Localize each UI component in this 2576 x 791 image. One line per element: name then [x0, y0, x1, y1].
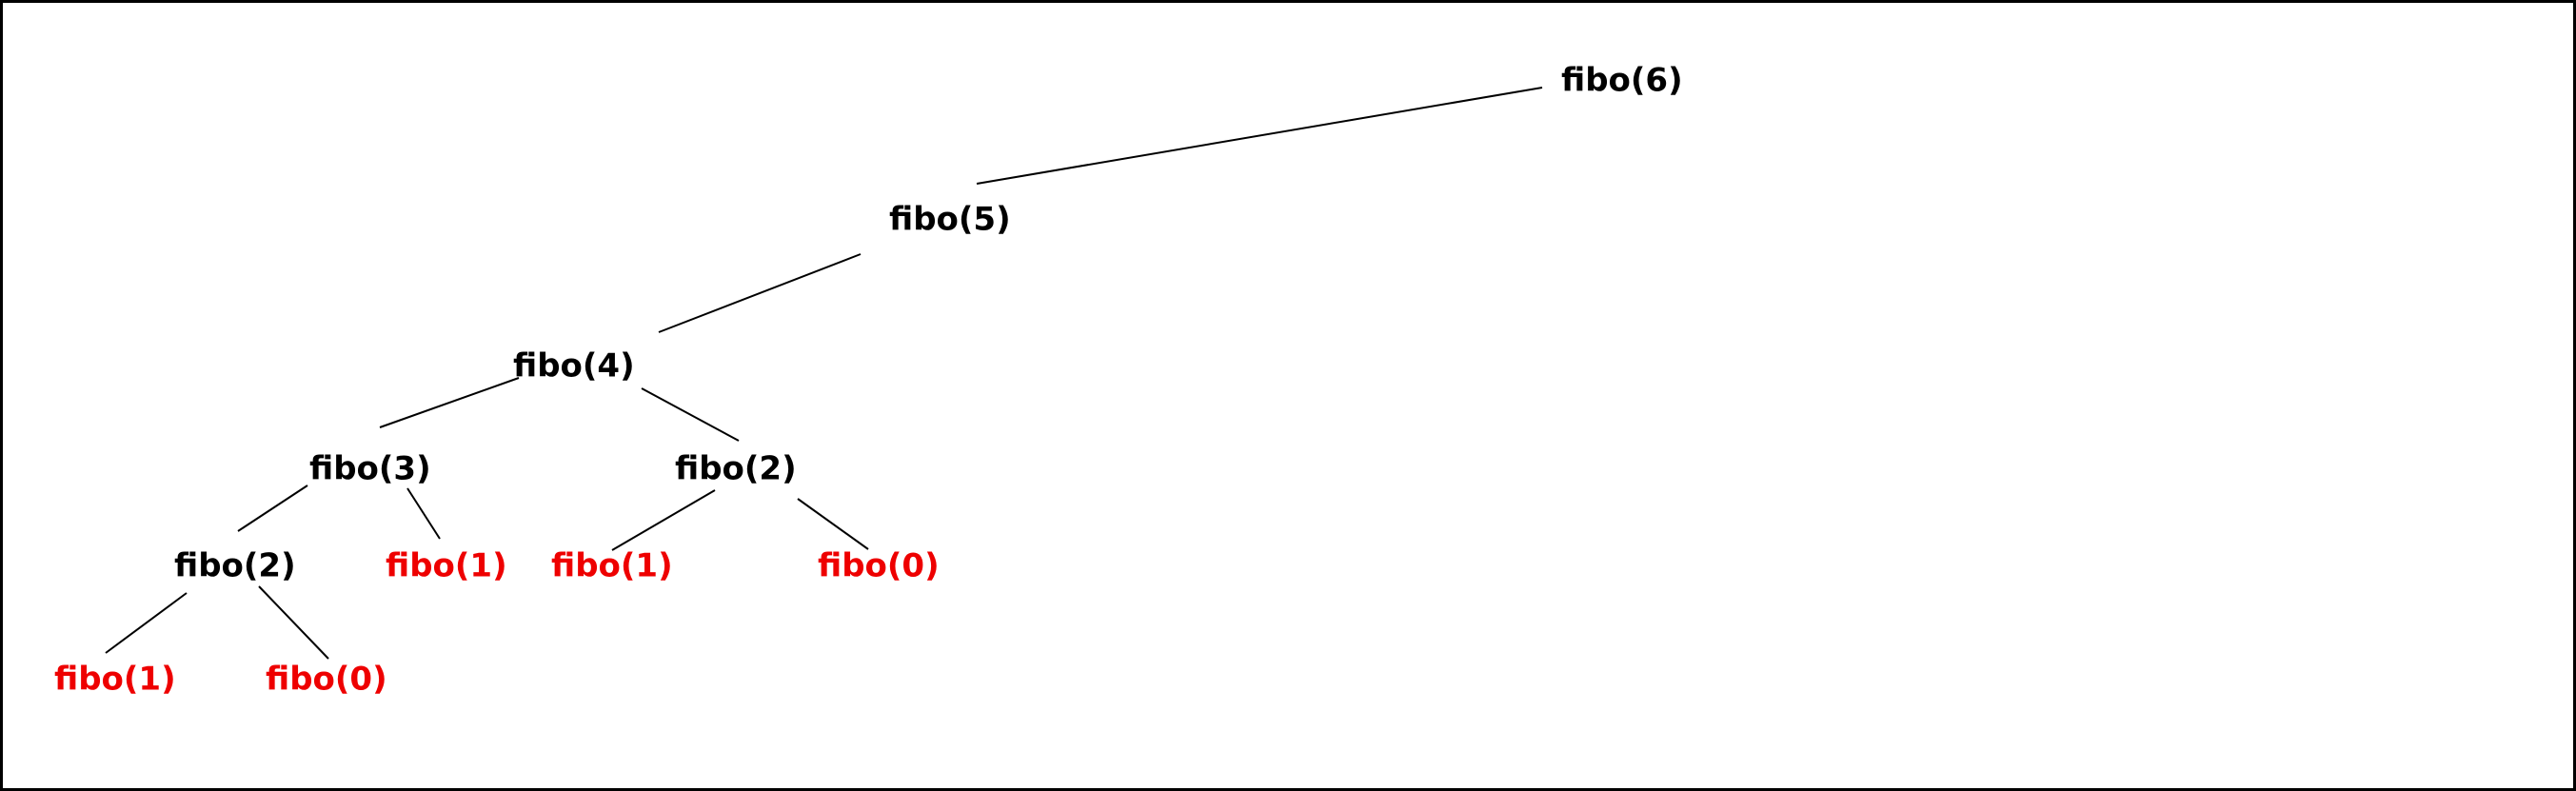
edge-n4-n8 — [797, 498, 869, 550]
leaf-node-n8: fibo(0) — [818, 547, 940, 585]
leaf-node-n6: fibo(1) — [386, 547, 507, 585]
call-node-n4: fibo(2) — [675, 450, 797, 488]
edge-n5-n9 — [105, 592, 188, 654]
nodes-layer: fibo(6) fibo(5) fibo(4) fibo(3) fibo(2) fibo(… — [54, 62, 1683, 699]
edge-n4-n7 — [611, 489, 716, 551]
edges-layer — [105, 87, 1543, 660]
edge-n3-n5 — [237, 484, 308, 532]
call-node-n5: fibo(2) — [174, 547, 296, 585]
leaf-node-n9: fibo(1) — [54, 661, 176, 699]
call-node-n3: fibo(3) — [309, 450, 431, 488]
call-node-n0: fibo(6) — [1561, 62, 1683, 100]
edge-n2-n4 — [641, 387, 740, 442]
edge-n2-n3 — [379, 377, 520, 428]
leaf-node-n7: fibo(1) — [551, 547, 673, 585]
leaf-node-n10: fibo(0) — [266, 661, 387, 699]
call-node-n2: fibo(4) — [513, 347, 635, 386]
edge-n3-n6 — [406, 487, 441, 540]
edge-n0-n1 — [976, 87, 1543, 185]
edge-n5-n10 — [258, 585, 329, 660]
edge-n1-n2 — [658, 253, 862, 333]
call-node-n1: fibo(5) — [889, 201, 1011, 239]
